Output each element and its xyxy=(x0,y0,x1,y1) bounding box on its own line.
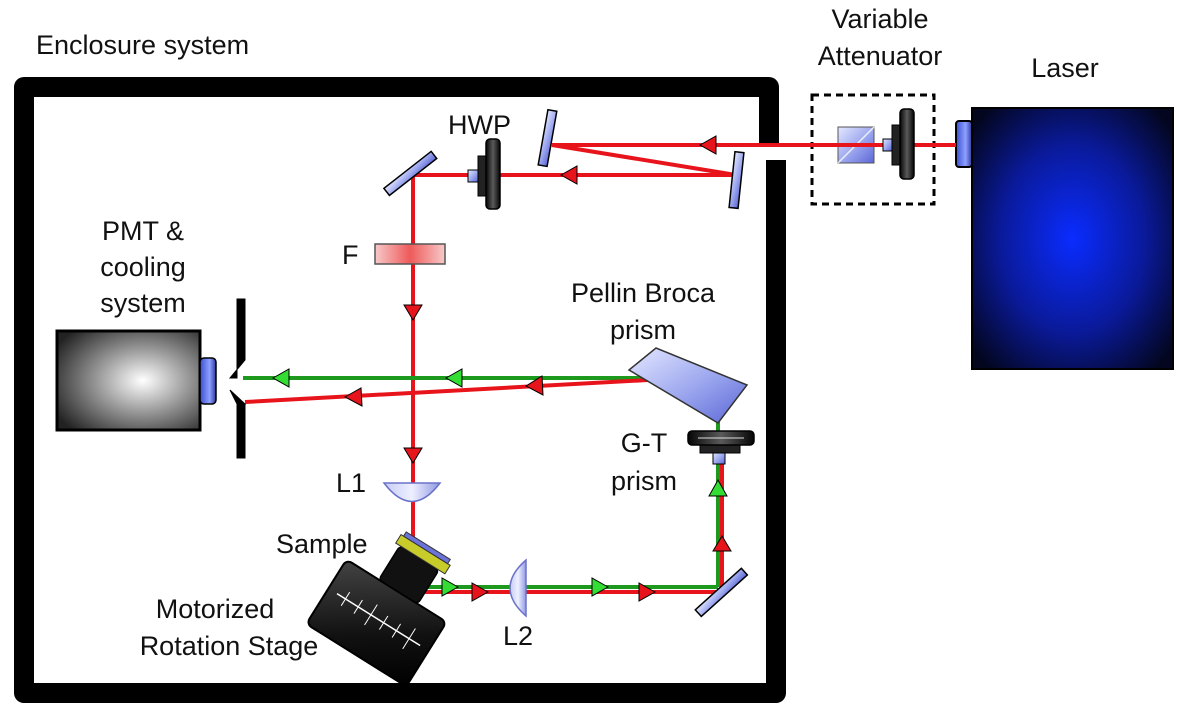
beam-arrows-green xyxy=(271,368,728,597)
attenuator-waveplate-mount xyxy=(882,108,915,180)
label-laser: Laser xyxy=(1031,53,1099,83)
pellin-broca-prism xyxy=(627,347,749,424)
label-pellin-line2: prism xyxy=(610,315,676,345)
beam-output-red xyxy=(244,378,649,404)
filter-f xyxy=(374,243,446,265)
label-sample: Sample xyxy=(276,529,368,559)
pmt-aperture-lower xyxy=(229,389,247,459)
label-gt-line1: G-T xyxy=(621,428,668,458)
lens-l2 xyxy=(509,558,527,618)
beam-arrows-red xyxy=(343,135,732,602)
label-attenuator-line2: Attenuator xyxy=(818,41,943,71)
mirror-top-left xyxy=(537,108,558,168)
label-attenuator-line1: Variable xyxy=(831,4,928,34)
laser-box xyxy=(971,107,1174,370)
gt-prism-mount xyxy=(687,430,755,465)
enclosure-wall xyxy=(14,77,786,703)
pmt-body xyxy=(55,329,202,432)
label-filter: F xyxy=(342,240,359,270)
pmt-aperture-upper xyxy=(228,298,246,379)
label-pmt-line2: cooling xyxy=(100,252,186,282)
label-l2: L2 xyxy=(503,621,533,651)
label-pmt-line3: system xyxy=(100,288,186,318)
mirror-top-right xyxy=(728,150,745,210)
label-stage-line1: Motorized xyxy=(156,594,275,624)
label-pellin-line1: Pellin Broca xyxy=(571,278,716,308)
label-l1: L1 xyxy=(336,468,366,498)
lens-l1 xyxy=(382,482,442,503)
label-hwp: HWP xyxy=(448,110,511,140)
label-stage-line2: Rotation Stage xyxy=(140,631,319,661)
pmt-window xyxy=(199,357,217,405)
label-enclosure: Enclosure system xyxy=(36,30,249,60)
attenuator-box xyxy=(810,93,936,206)
label-gt-line2: prism xyxy=(611,466,677,496)
label-pmt-line1: PMT & xyxy=(102,216,184,246)
hwp-mount xyxy=(467,138,501,210)
mirror-bottom-right xyxy=(694,567,749,618)
motorized-rotation-stage xyxy=(307,531,451,686)
mirror-corner xyxy=(382,150,438,197)
laser-aperture xyxy=(955,120,973,168)
